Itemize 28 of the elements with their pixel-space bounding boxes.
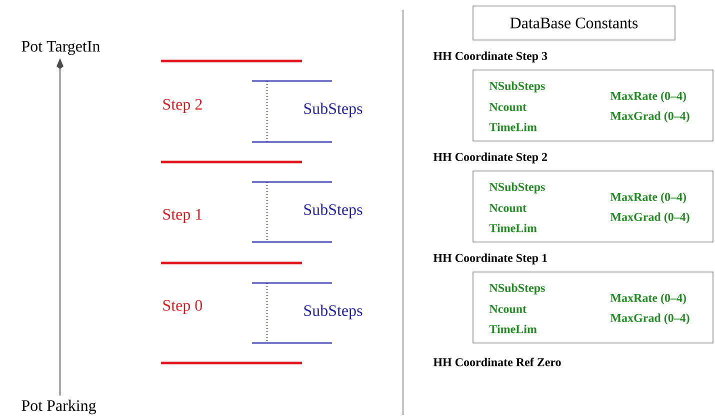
parameter-name: TimeLim xyxy=(489,122,537,132)
parameter-name: MaxGrad (0–4) xyxy=(610,112,690,122)
axis-label: Pot TargetIn xyxy=(22,41,100,55)
parameter-name: NSubSteps xyxy=(489,284,545,294)
substep-label: SubSteps xyxy=(304,204,362,218)
section-heading: HH Coordinate Ref Zero xyxy=(433,358,561,366)
step-label: Step 2 xyxy=(163,99,202,113)
substep-label: SubSteps xyxy=(304,304,362,320)
section-heading: HH Coordinate Step 1 xyxy=(433,254,547,264)
parameter-name: Ncount xyxy=(489,305,526,313)
axis-label: Pot Parking xyxy=(22,400,96,414)
parameter-name: Ncount xyxy=(489,204,526,212)
parameter-name: NSubSteps xyxy=(489,82,545,92)
parameter-name: MaxRate (0–4) xyxy=(610,294,686,304)
step-label: Step 0 xyxy=(163,300,202,314)
parameter-name: MaxGrad (0–4) xyxy=(610,314,690,324)
parameter-name: TimeLim xyxy=(489,324,537,334)
step-label: Step 1 xyxy=(163,209,202,223)
parameter-name: Ncount xyxy=(489,103,526,111)
section-heading: HH Coordinate Step 2 xyxy=(433,152,548,164)
parameter-name: NSubSteps xyxy=(489,182,545,194)
substep-label: SubSteps xyxy=(304,102,362,118)
parameter-name: MaxRate (0–4) xyxy=(610,192,686,204)
title-box: DataBase Constants xyxy=(472,6,676,40)
parameter-name: MaxGrad (0–4) xyxy=(610,212,690,224)
parameter-name: TimeLim xyxy=(489,224,537,232)
section-heading: HH Coordinate Step 3 xyxy=(433,52,548,62)
parameter-name: MaxRate (0–4) xyxy=(610,92,686,102)
